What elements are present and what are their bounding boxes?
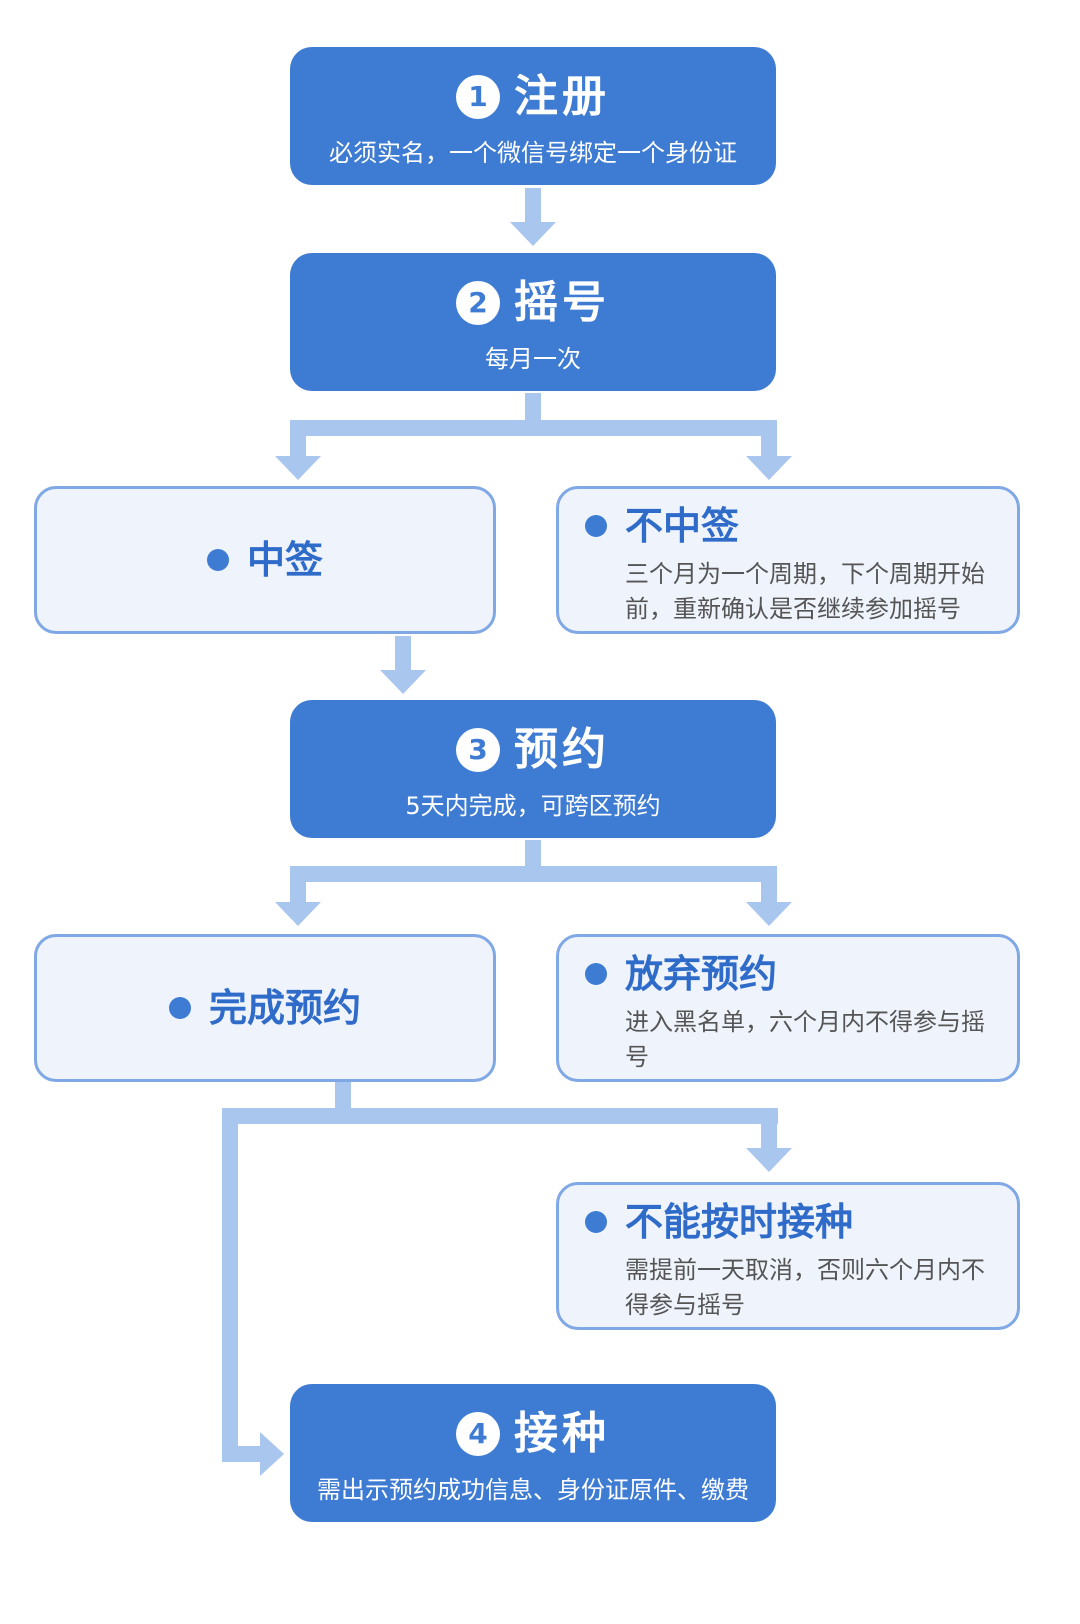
outcome-not-won-box: 不中签 三个月为一个周期，下个周期开始前，重新确认是否继续参加摇号 <box>556 486 1020 634</box>
outcome-won-box: 中签 <box>34 486 496 634</box>
outcome-description: 进入黑名单，六个月内不得参与摇号 <box>625 1008 985 1071</box>
arrowhead-cannot-attend <box>746 1148 792 1172</box>
arrowhead-not-won <box>746 456 792 480</box>
connector-won-to-booking <box>395 636 411 672</box>
connector-lottery-branch <box>290 420 776 436</box>
connector-to-abandon <box>761 866 777 904</box>
step-number-badge: 2 <box>456 281 500 325</box>
outcome-cannot-attend-box: 不能按时接种 需提前一天取消，否则六个月内不得参与摇号 <box>556 1182 1020 1330</box>
arrowhead-booked <box>275 902 321 926</box>
step-description: 必须实名，一个微信号绑定一个身份证 <box>329 139 737 167</box>
step-vaccinate-box: 4 接种 需出示预约成功信息、身份证原件、缴费 <box>290 1384 776 1522</box>
step-description: 5天内完成，可跨区预约 <box>405 792 661 820</box>
outcome-booked-box: 完成预约 <box>34 934 496 1082</box>
bullet-dot <box>585 1211 607 1233</box>
connector-to-booked <box>290 866 306 904</box>
connector-to-cannot-attend <box>761 1108 777 1150</box>
step-description: 每月一次 <box>485 345 581 373</box>
connector-to-vaccinate-horizontal <box>222 1446 262 1462</box>
connector-booking-branch <box>290 866 776 882</box>
step-description: 需出示预约成功信息、身份证原件、缴费 <box>317 1476 749 1504</box>
step-booking-box: 3 预约 5天内完成，可跨区预约 <box>290 700 776 838</box>
outcome-title: 不中签 <box>625 504 740 548</box>
step-number-badge: 3 <box>456 728 500 772</box>
arrowhead-won <box>275 456 321 480</box>
connector-booked-branch <box>222 1108 778 1124</box>
bullet-dot <box>168 997 191 1019</box>
arrowhead-booking <box>380 670 426 694</box>
arrowhead-vaccinate <box>260 1432 284 1476</box>
arrowhead-lottery <box>510 222 556 246</box>
step-title: 注册 <box>514 71 610 122</box>
outcome-title: 放弃预约 <box>625 952 778 996</box>
step-title: 摇号 <box>514 277 610 328</box>
arrowhead-abandon <box>746 902 792 926</box>
bullet-dot <box>206 549 229 571</box>
outcome-description: 三个月为一个周期，下个周期开始前，重新确认是否继续参加摇号 <box>625 560 985 623</box>
step-number-badge: 1 <box>456 75 500 119</box>
outcome-description: 需提前一天取消，否则六个月内不得参与摇号 <box>625 1256 985 1319</box>
outcome-title: 完成预约 <box>208 986 361 1030</box>
bullet-dot <box>585 963 607 985</box>
step-lottery-box: 2 摇号 每月一次 <box>290 253 776 391</box>
step-register-box: 1 注册 必须实名，一个微信号绑定一个身份证 <box>290 47 776 185</box>
outcome-title: 不能按时接种 <box>625 1200 854 1244</box>
outcome-abandon-box: 放弃预约 进入黑名单，六个月内不得参与摇号 <box>556 934 1020 1082</box>
outcome-title: 中签 <box>246 538 323 582</box>
connector-register-to-lottery <box>525 188 541 222</box>
connector-to-not-won <box>761 420 777 458</box>
bullet-dot <box>585 515 607 537</box>
connector-to-won <box>290 420 306 458</box>
step-title: 预约 <box>514 724 610 775</box>
step-title: 接种 <box>514 1408 610 1459</box>
connector-to-vaccinate-vertical <box>222 1108 238 1462</box>
step-number-badge: 4 <box>456 1412 500 1456</box>
